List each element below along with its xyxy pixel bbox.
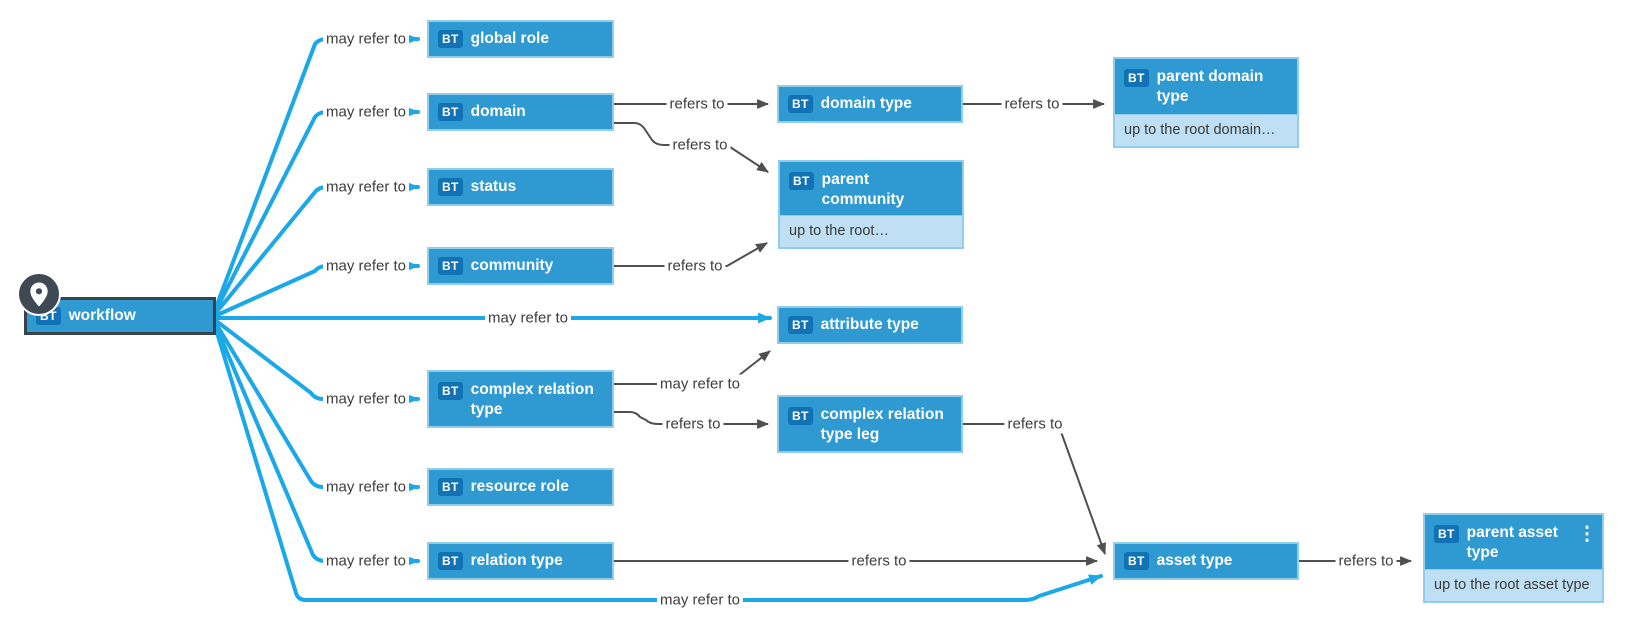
edge-domain-parent-community[interactable] — [614, 122, 769, 173]
node-complex-relation-type-leg[interactable]: BT complex relation type leg — [777, 395, 963, 453]
node-title: complex relation type leg — [820, 406, 944, 443]
edge-label-workflow-resource-role: may refer to — [322, 477, 410, 497]
node-parent-domain-type[interactable]: BT parent domain type up to the root dom… — [1113, 57, 1299, 148]
bt-badge: BT — [438, 178, 463, 196]
bt-badge: BT — [789, 172, 814, 190]
node-parent-asset-type[interactable]: ⋮ BT parent asset type up to the root as… — [1423, 513, 1604, 603]
node-title: domain — [470, 103, 526, 120]
node-title: community — [470, 257, 554, 274]
bt-badge: BT — [438, 257, 463, 275]
node-title: workflow — [68, 307, 136, 324]
edge-label-workflow-domain: may refer to — [322, 102, 410, 122]
bt-badge: BT — [1124, 552, 1149, 570]
node-title: parent asset type — [1466, 524, 1558, 561]
node-status[interactable]: BT status — [427, 168, 614, 206]
node-attribute: up to the root domain… — [1115, 114, 1297, 146]
node-title: status — [470, 178, 517, 195]
node-title: global role — [470, 30, 549, 47]
bt-badge: BT — [788, 407, 813, 425]
node-workflow[interactable]: BT workflow — [17, 272, 216, 335]
node-domain[interactable]: BT domain — [427, 93, 614, 131]
node-title: parent domain type — [1156, 68, 1264, 105]
edge-label-domain-domain-type: refers to — [666, 94, 728, 114]
edge-label-community-parent-community: refers to — [664, 256, 726, 276]
node-domain-type[interactable]: BT domain type — [777, 85, 963, 123]
bt-badge: BT — [1124, 69, 1149, 87]
edge-community-parent-community[interactable] — [614, 242, 768, 267]
edge-label-relation-type-asset-type: refers to — [848, 551, 910, 571]
edge-label-asset-type-parent-asset-type: refers to — [1335, 551, 1397, 571]
more-options-icon[interactable]: ⋮ — [1577, 523, 1597, 545]
edge-label-workflow-community: may refer to — [322, 256, 410, 276]
bt-badge: BT — [438, 103, 463, 121]
edge-label-workflow-global-role: may refer to — [322, 29, 410, 49]
bt-badge: BT — [438, 478, 463, 496]
bt-badge: BT — [1434, 525, 1459, 543]
node-relation-type[interactable]: BT relation type — [427, 542, 614, 580]
edge-label-workflow-asset-type: may refer to — [656, 590, 744, 610]
node-title: parent community — [821, 171, 905, 208]
bt-badge: BT — [788, 95, 813, 113]
edge-workflow-domain[interactable] — [213, 106, 420, 314]
edge-leg-asset-type[interactable] — [963, 423, 1106, 556]
node-title: attribute type — [820, 316, 919, 333]
edge-label-complex-relation-type-attribute-type: may refer to — [656, 374, 744, 394]
node-title: domain type — [820, 95, 912, 112]
node-title: asset type — [1156, 552, 1233, 569]
edge-label-domain-parent-community: refers to — [669, 135, 731, 155]
bt-badge: BT — [438, 382, 463, 400]
node-complex-relation-type[interactable]: BT complex relation type — [427, 370, 614, 428]
bt-badge: BT — [788, 316, 813, 334]
bt-badge: BT — [438, 30, 463, 48]
edge-workflow-relation-type[interactable] — [213, 322, 420, 567]
node-title: complex relation type — [470, 381, 594, 418]
node-asset-type[interactable]: BT asset type — [1113, 542, 1299, 580]
node-title: relation type — [470, 552, 563, 569]
node-resource-role[interactable]: BT resource role — [427, 468, 614, 506]
edge-label-complex-relation-type-leg: refers to — [662, 414, 724, 434]
edge-complex-relation-type-leg[interactable] — [614, 411, 770, 429]
pin-icon — [17, 272, 61, 316]
edge-label-workflow-attribute-type: may refer to — [484, 308, 572, 328]
node-attribute-type[interactable]: BT attribute type — [777, 306, 963, 344]
node-title: resource role — [470, 478, 569, 495]
edge-workflow-complex-relation-type[interactable] — [213, 318, 420, 405]
edge-workflow-resource-role[interactable] — [213, 320, 420, 493]
node-attribute: up to the root asset type — [1425, 569, 1602, 601]
node-community[interactable]: BT community — [427, 247, 614, 285]
node-parent-community[interactable]: BT parent community up to the root… — [778, 160, 964, 249]
edge-label-workflow-relation-type: may refer to — [322, 551, 410, 571]
bt-badge: BT — [438, 552, 463, 570]
node-global-role[interactable]: BT global role — [427, 20, 614, 58]
edge-label-domain-type-parent-domain-type: refers to — [1001, 94, 1063, 114]
node-attribute: up to the root… — [780, 215, 962, 247]
edge-label-leg-asset-type: refers to — [1004, 414, 1066, 434]
edge-label-workflow-status: may refer to — [322, 177, 410, 197]
edge-label-workflow-complex-relation-type: may refer to — [322, 389, 410, 409]
